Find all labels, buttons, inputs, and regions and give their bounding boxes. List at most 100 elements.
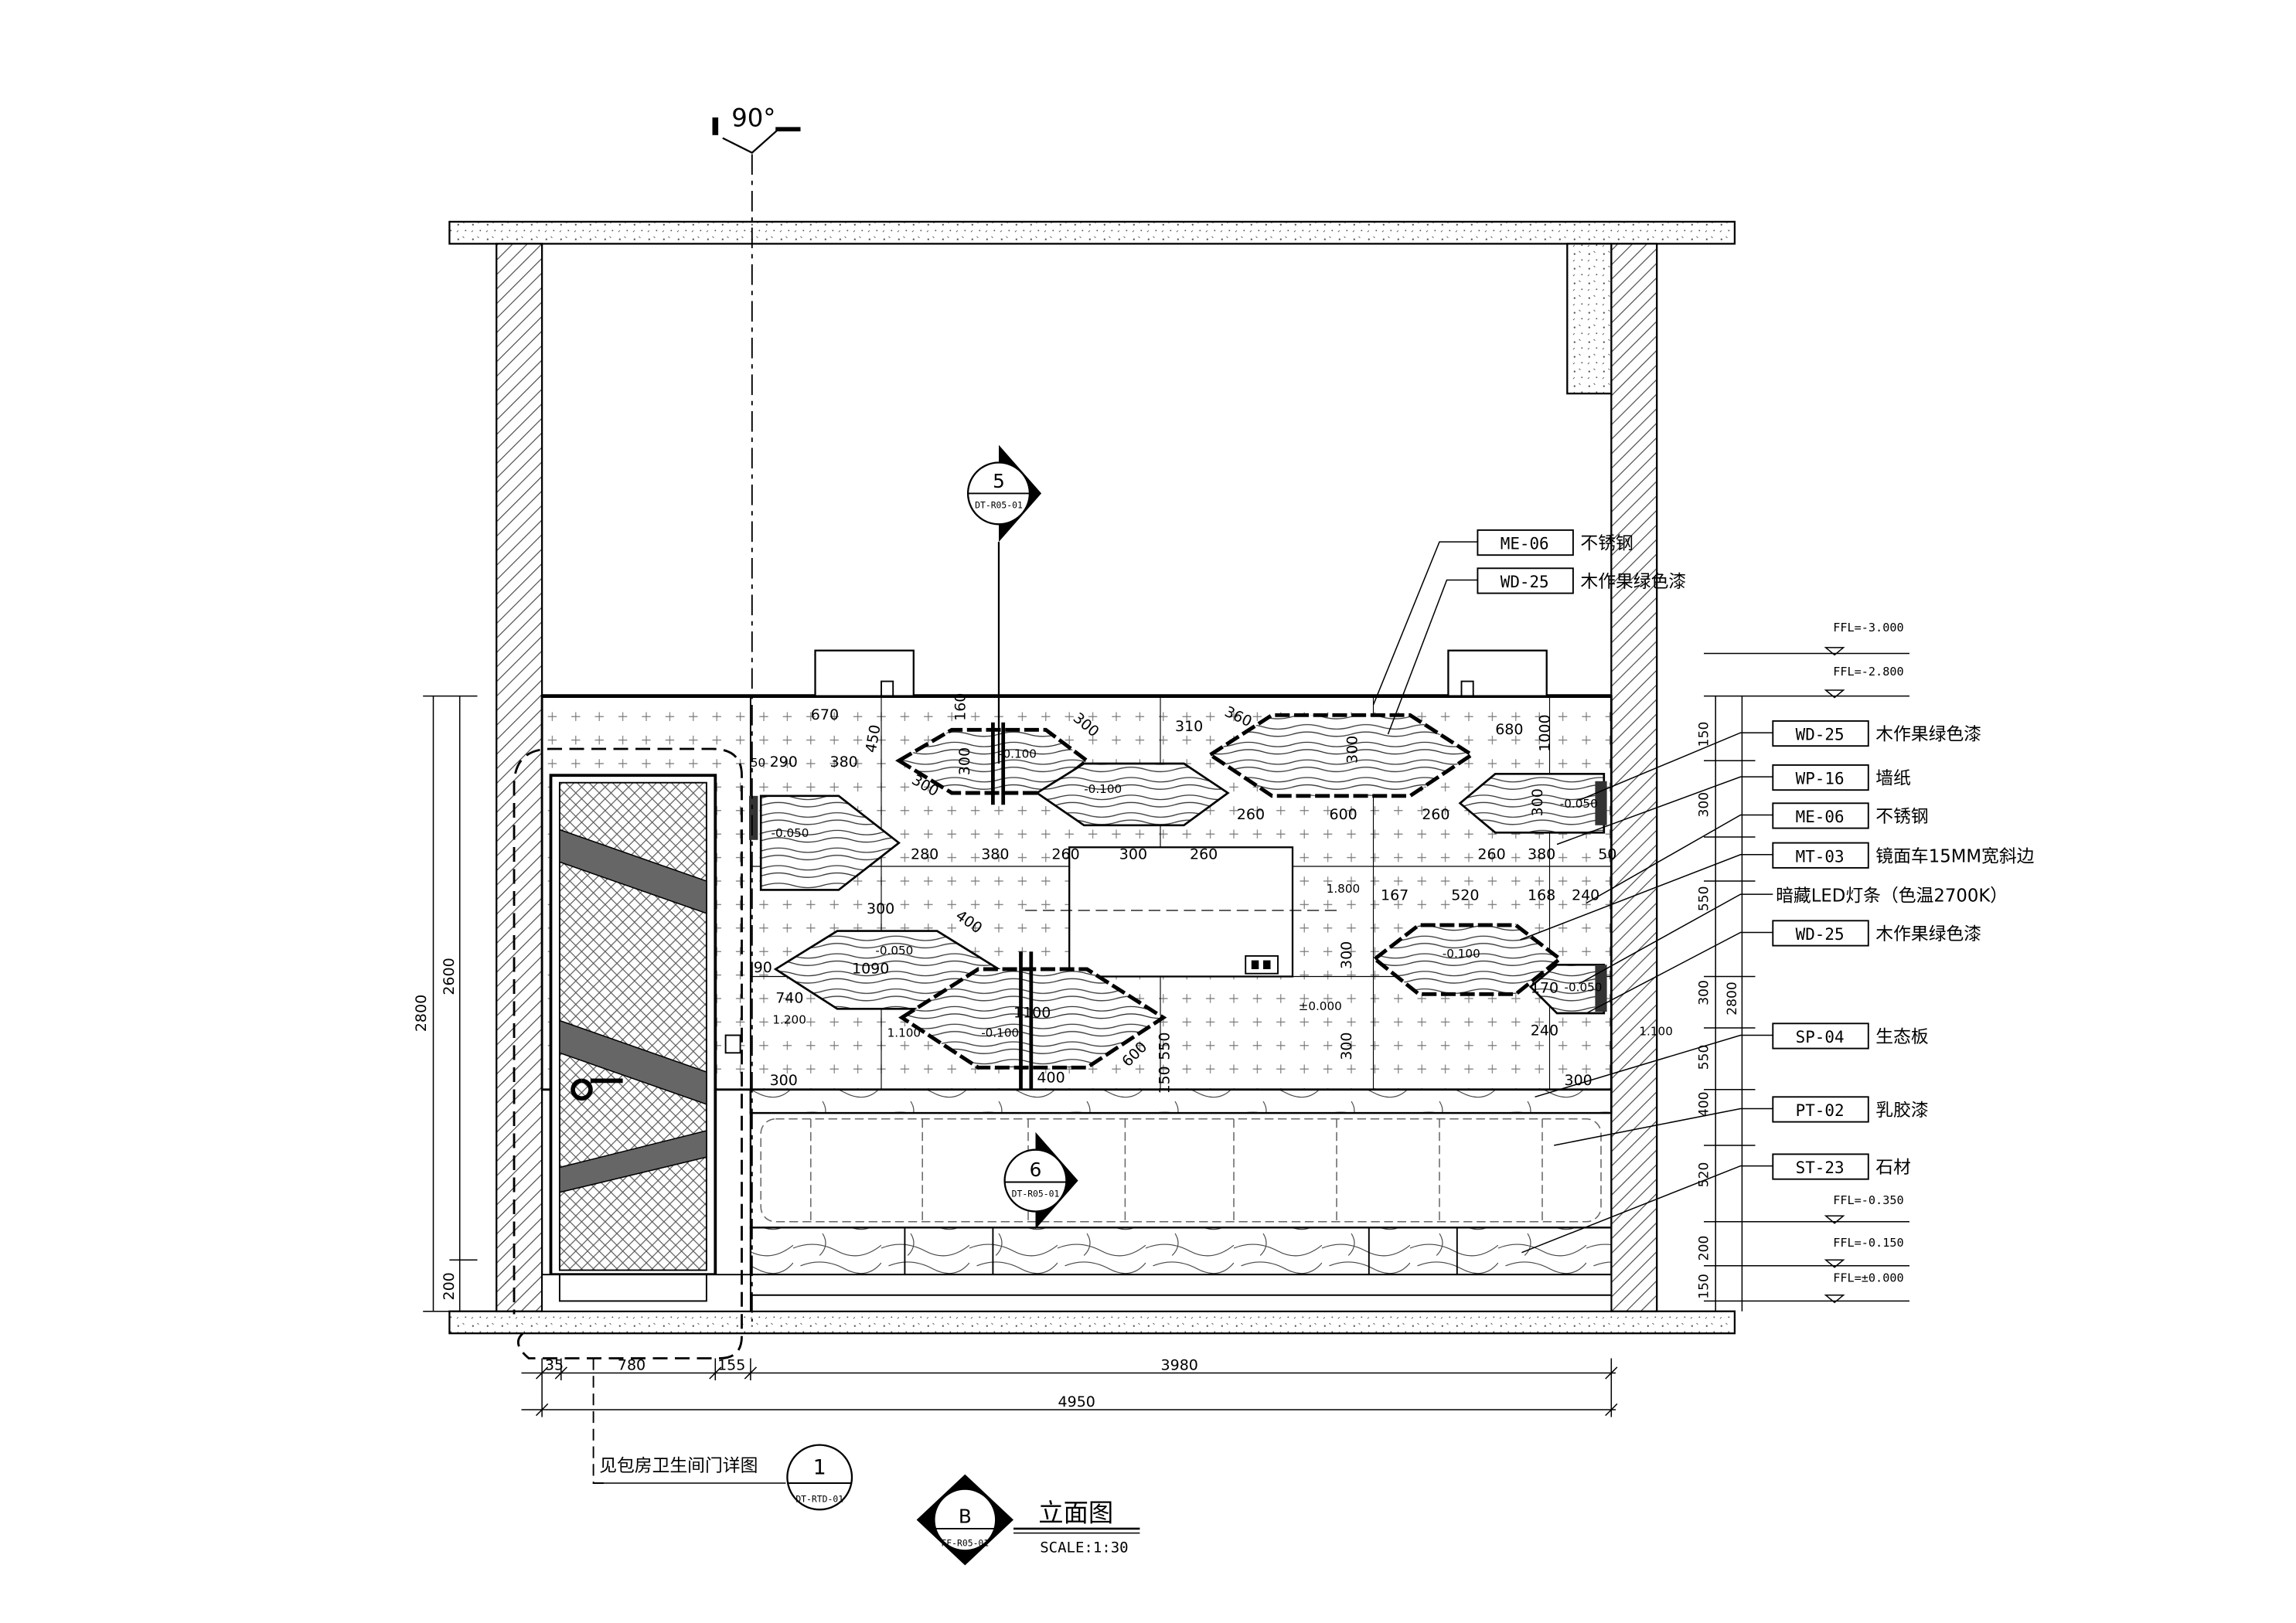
svg-text:生态板: 生态板 [1875, 1027, 1929, 1047]
svg-text:380: 380 [830, 754, 858, 771]
svg-text:WD-25: WD-25 [1501, 573, 1549, 591]
svg-text:300: 300 [1344, 736, 1361, 764]
svg-text:400: 400 [1697, 1091, 1712, 1117]
material-tags: ME-06 不锈钢 WD-25 木作果绿色漆 WD-25 木作果绿色漆 WP-1… [1372, 529, 2035, 1254]
svg-text:550: 550 [1697, 1045, 1712, 1070]
svg-text:WD-25: WD-25 [1796, 925, 1845, 944]
svg-text:1000: 1000 [1536, 714, 1553, 751]
svg-text:SP-04: SP-04 [1796, 1028, 1845, 1046]
material-tag: MT-03 镜面车15MM宽斜边 [1520, 842, 2035, 941]
svg-text:MT-03: MT-03 [1796, 847, 1845, 866]
svg-text:150: 150 [1697, 1274, 1712, 1299]
svg-text:240: 240 [1572, 887, 1599, 904]
svg-text:木作果绿色漆: 木作果绿色漆 [1875, 924, 1981, 944]
svg-text:DT-RTD-01: DT-RTD-01 [795, 1494, 843, 1505]
svg-text:3980: 3980 [1161, 1357, 1198, 1374]
svg-text:ME-06: ME-06 [1796, 808, 1845, 826]
left-dimension-labels: 2800 2600 200 [413, 958, 458, 1300]
svg-text:-0.100: -0.100 [1443, 947, 1480, 961]
svg-text:300: 300 [1338, 1033, 1355, 1060]
svg-text:FFL=-0.350: FFL=-0.350 [1833, 1193, 1903, 1207]
svg-text:240: 240 [1531, 1022, 1558, 1039]
svg-text:155: 155 [717, 1357, 745, 1374]
mirror-panel [1068, 846, 1294, 978]
svg-text:-0.050: -0.050 [1560, 797, 1598, 811]
counter-top [749, 1088, 1613, 1114]
svg-text:5: 5 [993, 470, 1005, 492]
svg-text:50: 50 [1598, 846, 1616, 863]
stone-base [749, 1227, 1613, 1276]
svg-text:不锈钢: 不锈钢 [1875, 807, 1928, 827]
svg-text:暗藏LED灯条（色温2700K）: 暗藏LED灯条（色温2700K） [1776, 886, 2008, 907]
material-tag: ME-06 不锈钢 [1372, 529, 1633, 706]
svg-text:260: 260 [1477, 846, 1505, 863]
structure [448, 220, 1736, 1335]
svg-text:168: 168 [1528, 887, 1555, 904]
material-tag: 暗藏LED灯条（色温2700K） [1579, 886, 2008, 985]
svg-text:ME-06: ME-06 [1501, 535, 1549, 553]
drawing-title: 立面图 [1038, 1498, 1113, 1527]
scale-label: SCALE:1:30 [1040, 1539, 1128, 1556]
svg-text:670: 670 [811, 706, 839, 723]
bottom-dimensions [521, 1358, 1618, 1417]
svg-text:380: 380 [1528, 846, 1555, 863]
svg-text:1.100: 1.100 [887, 1026, 921, 1039]
svg-text:680: 680 [1495, 721, 1523, 738]
beam [1566, 243, 1613, 395]
svg-text:300: 300 [1529, 788, 1546, 816]
hex-panel [759, 794, 901, 891]
svg-text:300: 300 [1565, 1072, 1593, 1089]
svg-text:600: 600 [1330, 806, 1358, 823]
svg-text:1090: 1090 [852, 961, 889, 978]
hex-panel [1371, 923, 1563, 996]
svg-text:-0.100: -0.100 [981, 1026, 1019, 1039]
svg-text:1.800: 1.800 [1327, 882, 1360, 896]
material-tag: WD-25 木作果绿色漆 [1586, 920, 1981, 1014]
section-line: 90° [712, 103, 801, 1322]
counter [749, 1088, 1613, 1312]
plinth [749, 1274, 1613, 1296]
svg-text:300: 300 [956, 747, 973, 775]
title-marker: B FF-R05-01 立面图 SCALE:1:30 [916, 1474, 1140, 1566]
svg-text:300: 300 [1697, 792, 1712, 818]
svg-text:35: 35 [545, 1357, 564, 1374]
svg-text:150: 150 [1156, 1066, 1173, 1094]
material-tag: ST-23 石材 [1521, 1153, 1911, 1254]
svg-text:FFL=-0.150: FFL=-0.150 [1833, 1236, 1903, 1250]
svg-text:50: 50 [751, 756, 765, 770]
svg-text:300: 300 [867, 900, 894, 917]
svg-text:310: 310 [1175, 718, 1203, 735]
svg-text:6: 6 [1030, 1159, 1042, 1181]
hex-panels [749, 713, 1607, 1094]
section-marker-5: 5 DT-R05-01 [966, 444, 1042, 764]
svg-text:160: 160 [952, 693, 969, 721]
svg-text:90: 90 [754, 959, 772, 976]
svg-text:1: 1 [813, 1456, 826, 1480]
svg-text:300: 300 [1338, 941, 1355, 969]
material-tag: ME-06 不锈钢 [1586, 802, 1929, 904]
svg-text:FFL=±0.000: FFL=±0.000 [1833, 1271, 1903, 1285]
right-dimensions [1703, 647, 1909, 1312]
svg-text:WP-16: WP-16 [1796, 770, 1845, 788]
svg-text:2600: 2600 [441, 958, 458, 995]
level-labels: FFL=-3.000 FFL=-2.800 FFL=-0.350 FFL=-0.… [1833, 621, 1903, 1285]
ac-vent-left [814, 649, 915, 697]
svg-text:170: 170 [1531, 979, 1558, 996]
svg-text:B: B [959, 1505, 972, 1527]
svg-text:260: 260 [1190, 846, 1218, 863]
svg-text:150: 150 [1697, 722, 1712, 747]
svg-text:FFL=-3.000: FFL=-3.000 [1833, 621, 1903, 635]
svg-text:-0.050: -0.050 [1565, 981, 1603, 995]
material-tag: WP-16 墙纸 [1556, 764, 1911, 846]
svg-text:300: 300 [1119, 846, 1147, 863]
svg-text:200: 200 [1697, 1236, 1712, 1261]
door-handle-icon [571, 1078, 623, 1101]
svg-text:780: 780 [618, 1357, 646, 1374]
svg-text:280: 280 [911, 846, 938, 863]
hex-panel [1207, 713, 1476, 798]
svg-text:FF-R05-01: FF-R05-01 [941, 1538, 989, 1549]
svg-text:260: 260 [1051, 846, 1079, 863]
angle-label: 90° [731, 103, 775, 132]
ceiling-slab [448, 220, 1736, 245]
